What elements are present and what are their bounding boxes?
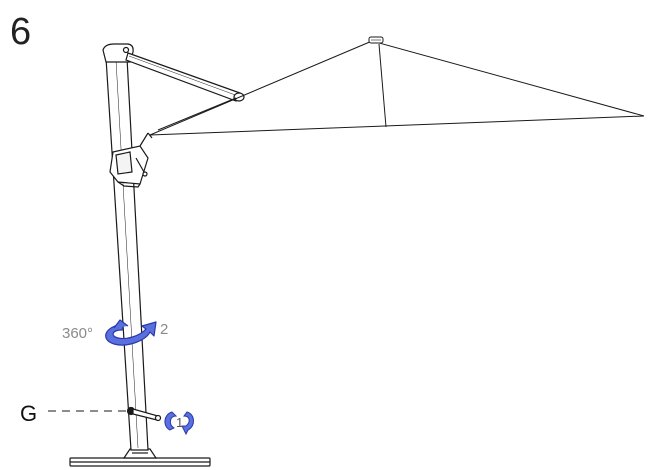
step-number: 6	[10, 11, 31, 53]
rotate-arrow-icon	[164, 411, 194, 436]
rotation-angle-label: 360°	[62, 325, 93, 342]
rotation-handle	[126, 406, 162, 422]
part-label-g: G	[20, 401, 37, 426]
step-1-label: 1	[176, 415, 183, 430]
step-2-label: 2	[160, 321, 168, 338]
umbrella-canopy	[149, 36, 645, 136]
crank-housing	[109, 132, 153, 188]
umbrella-pole	[105, 57, 149, 451]
rotate-360-arrow-icon	[105, 319, 157, 346]
support-arm	[125, 52, 245, 102]
pole-top-cap	[102, 43, 134, 63]
umbrella-base	[69, 448, 211, 467]
